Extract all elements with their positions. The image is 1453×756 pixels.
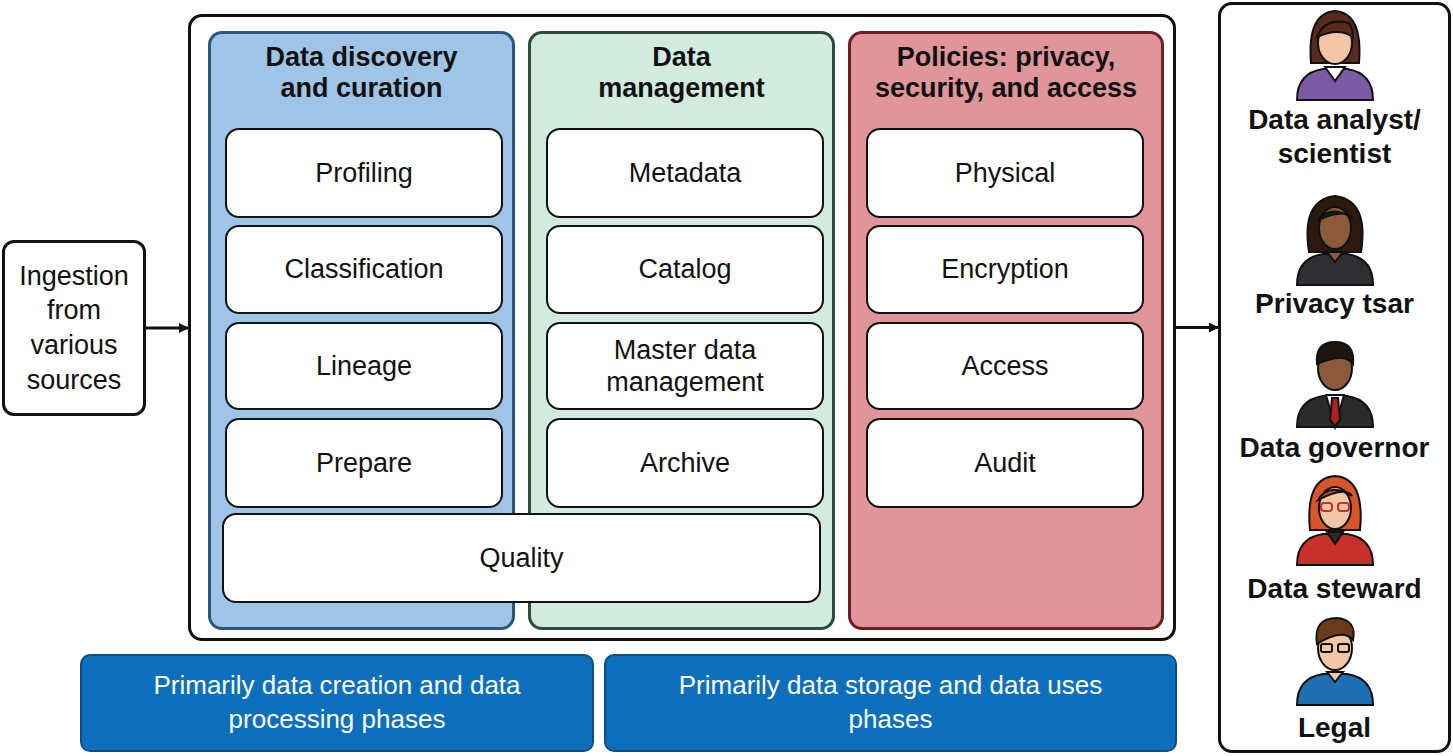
person-icon: [1297, 476, 1373, 565]
phase-band: Primarily data creation and data process…: [80, 654, 594, 752]
function-box: Encryption: [866, 225, 1144, 314]
column-title: Policies: privacy, security, and access: [856, 42, 1156, 104]
box-label: Physical: [955, 157, 1056, 189]
function-box: Classification: [225, 225, 503, 314]
role-label: Legal: [1221, 711, 1448, 745]
function-box: Metadata: [546, 128, 824, 218]
band-label: Primarily data storage and data uses pha…: [651, 669, 1131, 737]
person-icon: [1297, 342, 1373, 427]
box-label: Classification: [284, 253, 443, 285]
box-label: Catalog: [638, 253, 731, 285]
function-box: Audit: [866, 418, 1144, 508]
person-icon: [1297, 618, 1373, 705]
role-label: Privacy tsar: [1221, 287, 1448, 321]
box-label: Archive: [640, 447, 730, 479]
box-label: Encryption: [941, 253, 1069, 285]
flow-arrow: [1176, 326, 1218, 329]
box-label: Master data management: [548, 334, 822, 399]
person-icon: [1297, 196, 1373, 285]
box-label: Prepare: [316, 447, 412, 479]
function-box: Prepare: [225, 418, 503, 508]
function-box: Profiling: [225, 128, 503, 218]
function-box: Quality: [222, 513, 821, 603]
flow-arrow: [146, 327, 188, 330]
person-icon: [1297, 11, 1373, 100]
role-label: Data governor: [1221, 431, 1448, 465]
function-box: Physical: [866, 128, 1144, 218]
function-box: Catalog: [546, 225, 824, 314]
box-label: Metadata: [629, 157, 742, 189]
column-title: Data management: [589, 42, 774, 104]
role-label: Data analyst/ scientist: [1221, 103, 1448, 171]
role-label: Data steward: [1221, 572, 1448, 606]
box-label: Quality: [479, 542, 563, 574]
category-column: Policies: privacy, security, and accessP…: [848, 31, 1164, 630]
box-label: Audit: [974, 447, 1036, 479]
function-box: Access: [866, 322, 1144, 410]
box-label: Lineage: [316, 350, 412, 382]
box-label: Ingestion from various sources: [9, 259, 139, 397]
source-box: Ingestion from various sources: [2, 240, 146, 416]
phase-band: Primarily data storage and data uses pha…: [604, 654, 1177, 752]
governance-container: Data discovery and curationProfilingClas…: [188, 14, 1176, 641]
band-label: Primarily data creation and data process…: [137, 669, 537, 737]
column-title: Data discovery and curation: [242, 42, 482, 104]
box-label: Access: [961, 350, 1048, 382]
function-box: Archive: [546, 418, 824, 508]
roles-panel: Data analyst/ scientistPrivacy tsarData …: [1218, 2, 1451, 753]
function-box: Master data management: [546, 322, 824, 410]
function-box: Lineage: [225, 322, 503, 410]
box-label: Profiling: [315, 157, 413, 189]
